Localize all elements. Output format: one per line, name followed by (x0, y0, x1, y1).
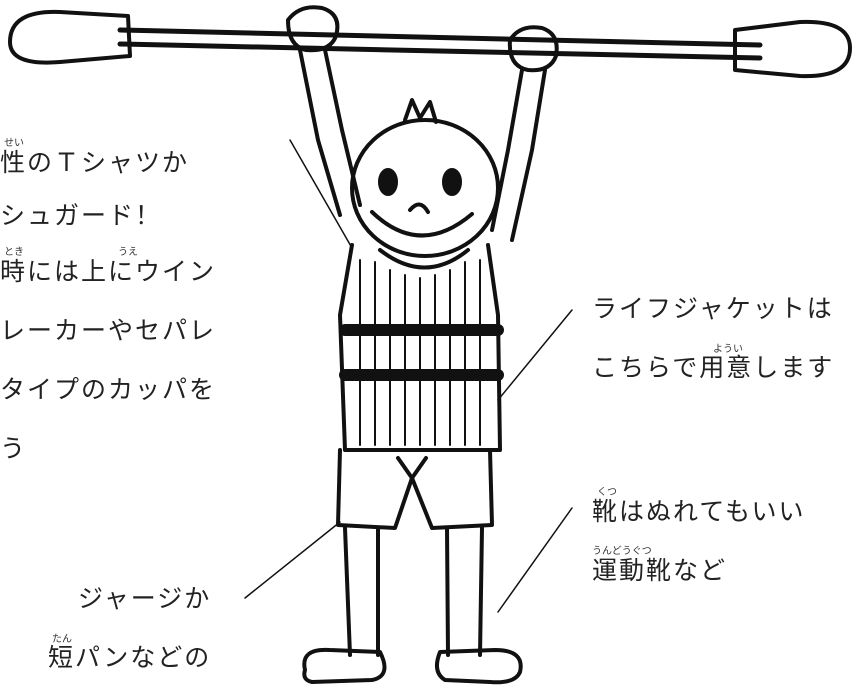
ruby-sei: せい (4, 138, 24, 149)
ruby-undougutsu: うんどうぐつ (592, 546, 652, 557)
left-caption-line-1: 性のＴシャツか (0, 148, 190, 177)
left-caption-line-4: レーカーやセパレ (0, 316, 217, 345)
ruby-kutsu: くつ (597, 487, 617, 498)
ruby-tan: たん (52, 634, 72, 645)
lifejacket-caption-line-2: こちらで用意します (592, 353, 835, 382)
left-caption-line-2: シュガード！ (0, 201, 163, 230)
ruby-toki: とき (4, 247, 24, 258)
shoes-caption-line-2: 運動靴など (592, 556, 728, 585)
left-caption-line-5: タイプのカッパを (0, 375, 217, 404)
ruby-youi: ようい (713, 344, 743, 355)
pants-caption-line-1: ジャージか (78, 584, 212, 613)
left-caption-line-3: 時には上にウイン (0, 257, 217, 286)
left-caption-line-6: う (0, 434, 28, 463)
ruby-ue: うえ (118, 247, 138, 258)
pants-caption-line-2: 短パンなどの (48, 643, 212, 672)
shoes-caption-line-1: 靴はぬれてもいい (592, 497, 806, 526)
lifejacket-caption-line-1: ライフジャケットは (592, 294, 834, 323)
